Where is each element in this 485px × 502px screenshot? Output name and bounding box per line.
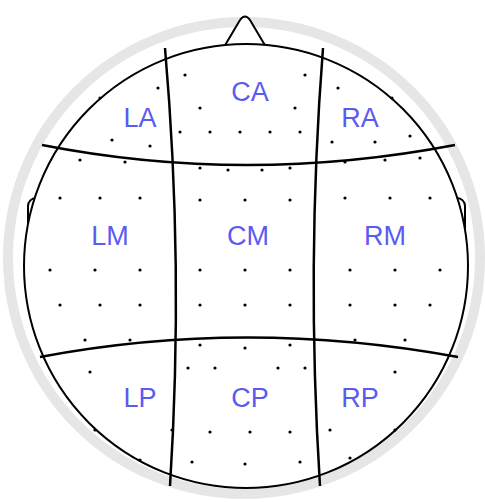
region-label: RP	[341, 385, 379, 412]
region-label: LP	[123, 385, 156, 412]
region-label: CP	[231, 385, 269, 412]
region-label: CA	[231, 79, 269, 106]
region-label: RA	[341, 105, 379, 132]
region-label: LM	[91, 223, 129, 250]
region-label: CM	[227, 223, 269, 250]
region-label: LA	[123, 105, 156, 132]
region-label: RM	[364, 223, 406, 250]
